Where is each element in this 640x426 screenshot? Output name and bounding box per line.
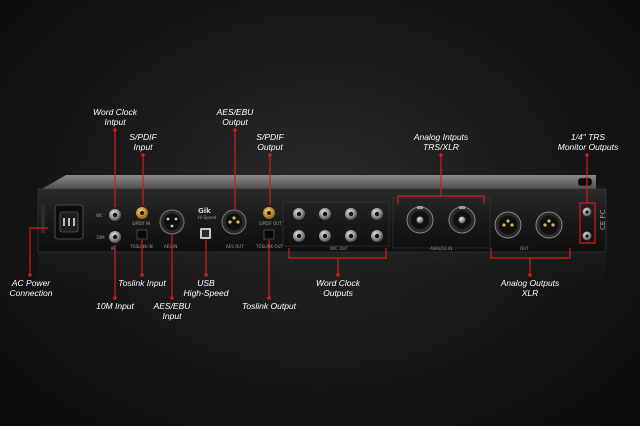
trs-monitor-output-2 — [582, 231, 592, 241]
analog-output-xlr-1 — [494, 211, 522, 239]
spdif-input-rca — [136, 207, 148, 219]
usb-port — [200, 228, 211, 239]
ac-power-inlet — [54, 204, 84, 240]
analog-section-frame — [392, 197, 491, 249]
analog-output-xlr-2 — [535, 211, 563, 239]
word-clock-input-bnc — [109, 209, 121, 221]
toslink-input-port — [136, 229, 148, 240]
tenm-input-bnc — [109, 231, 121, 243]
analog-input-combo-2 — [448, 206, 476, 234]
trs-monitor-output-1 — [582, 207, 592, 217]
toslink-output-port — [263, 229, 275, 240]
analog-in-text: ANALOG IN — [430, 246, 452, 251]
word-clock-output-bnc-7 — [345, 230, 357, 242]
label-10m-input: 10M Input — [96, 301, 134, 311]
tenm-text: 10M — [96, 235, 105, 240]
chassis-top — [40, 175, 596, 190]
callouts — [29, 130, 596, 298]
word-clock-outputs-bnc-grid — [293, 208, 383, 242]
word-clock-output-bnc-2 — [319, 208, 331, 220]
brand-logo: Gik — [198, 207, 211, 215]
spdif-output-rca — [263, 207, 275, 219]
power-spec-label — [41, 205, 45, 233]
label-toslink-output: Toslink Output — [241, 301, 297, 311]
word-clock-outputs-frame — [282, 201, 390, 247]
label-toslink-input: Toslink Input — [118, 278, 166, 288]
rack-slot — [577, 177, 593, 187]
analog-input-combo-1 — [406, 206, 434, 234]
word-clock-output-bnc-6 — [319, 230, 331, 242]
wc-out-text: W/C OUT — [330, 246, 348, 251]
callout-dots — [28, 128, 589, 300]
toslink-in-text: TOSLINK IN — [129, 244, 153, 249]
wc-in-text: WC — [96, 213, 103, 218]
chassis-reflection — [38, 252, 606, 307]
compliance-marks: CE FC — [599, 209, 607, 230]
word-clock-output-bnc-3 — [345, 208, 357, 220]
spdif-in-text: S/PDIF IN — [132, 221, 150, 226]
word-clock-output-bnc-4 — [371, 208, 383, 220]
aes-in-text: AES IN — [164, 244, 177, 249]
word-clock-output-bnc-5 — [293, 230, 305, 242]
analog-out-text: OUT — [520, 246, 529, 251]
aes-ebu-input-xlr — [159, 209, 185, 235]
in-text: IN — [111, 246, 115, 251]
chassis-rear — [37, 188, 607, 253]
aes-ebu-output-xlr — [221, 209, 247, 235]
usb-hispeed-text: Hi-Speed — [198, 215, 217, 220]
word-clock-output-bnc-1 — [293, 208, 305, 220]
aes-out-text: AES OUT — [226, 244, 244, 249]
spdif-out-text: S/PDIF OUT — [259, 221, 282, 226]
word-clock-output-bnc-8 — [371, 230, 383, 242]
